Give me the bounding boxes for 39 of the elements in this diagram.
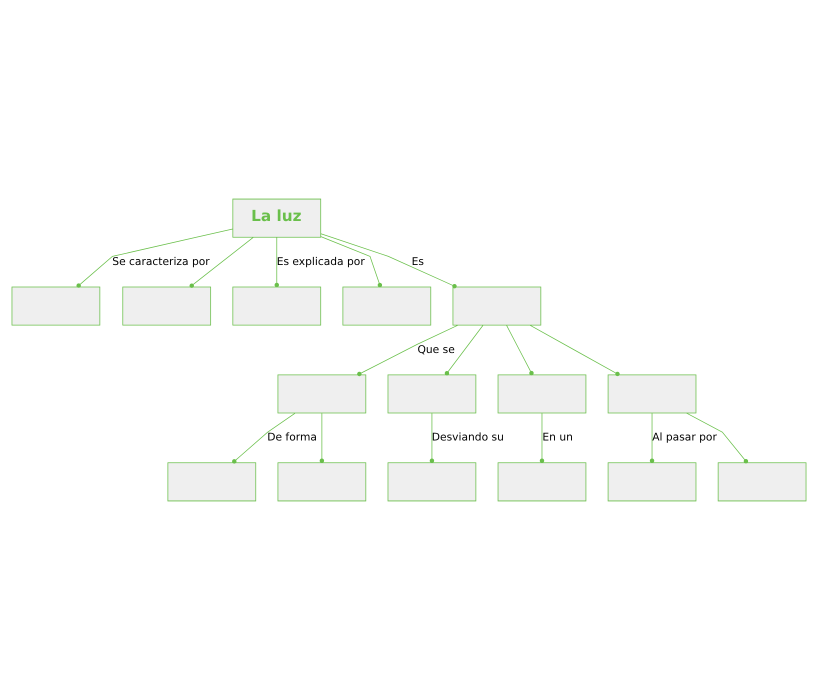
edge-label: Que se: [417, 342, 455, 356]
node-box: [608, 462, 696, 502]
connector: [540, 412, 544, 463]
node-box: [388, 374, 476, 414]
connector: [506, 324, 534, 376]
connector: [320, 233, 457, 288]
connector: [686, 412, 748, 464]
node-box: [608, 374, 696, 414]
node-box: [122, 286, 212, 326]
connector: [76, 228, 234, 288]
node-box: La luz: [232, 198, 322, 238]
edge-label: Al pasar por: [652, 430, 717, 444]
edge-label: De forma: [267, 430, 317, 444]
node-box: [232, 286, 322, 326]
connector: [320, 412, 324, 463]
edge-label: En un: [542, 430, 573, 444]
connector: [444, 324, 484, 376]
edge-label: Desviando su: [432, 430, 504, 444]
node-box: [12, 286, 100, 326]
edge-label: Es: [412, 254, 424, 268]
node-box: [168, 462, 256, 502]
connector: [190, 237, 254, 288]
node-box: [452, 286, 542, 326]
connector: [530, 324, 620, 376]
node-box: [498, 374, 586, 414]
connector: [650, 412, 654, 463]
connector: [430, 412, 434, 463]
edge-label: Es explicada por: [276, 254, 365, 268]
connector: [232, 412, 296, 464]
connector: [320, 236, 382, 288]
node-box: [718, 462, 806, 502]
node-box: [342, 286, 432, 326]
node-box: [388, 462, 476, 502]
connector: [357, 324, 458, 376]
node-box: [278, 374, 366, 414]
node-box: [498, 462, 586, 502]
node-box: [278, 462, 366, 502]
edge-label: Se caracteriza por: [112, 254, 210, 268]
connector: [274, 237, 279, 288]
